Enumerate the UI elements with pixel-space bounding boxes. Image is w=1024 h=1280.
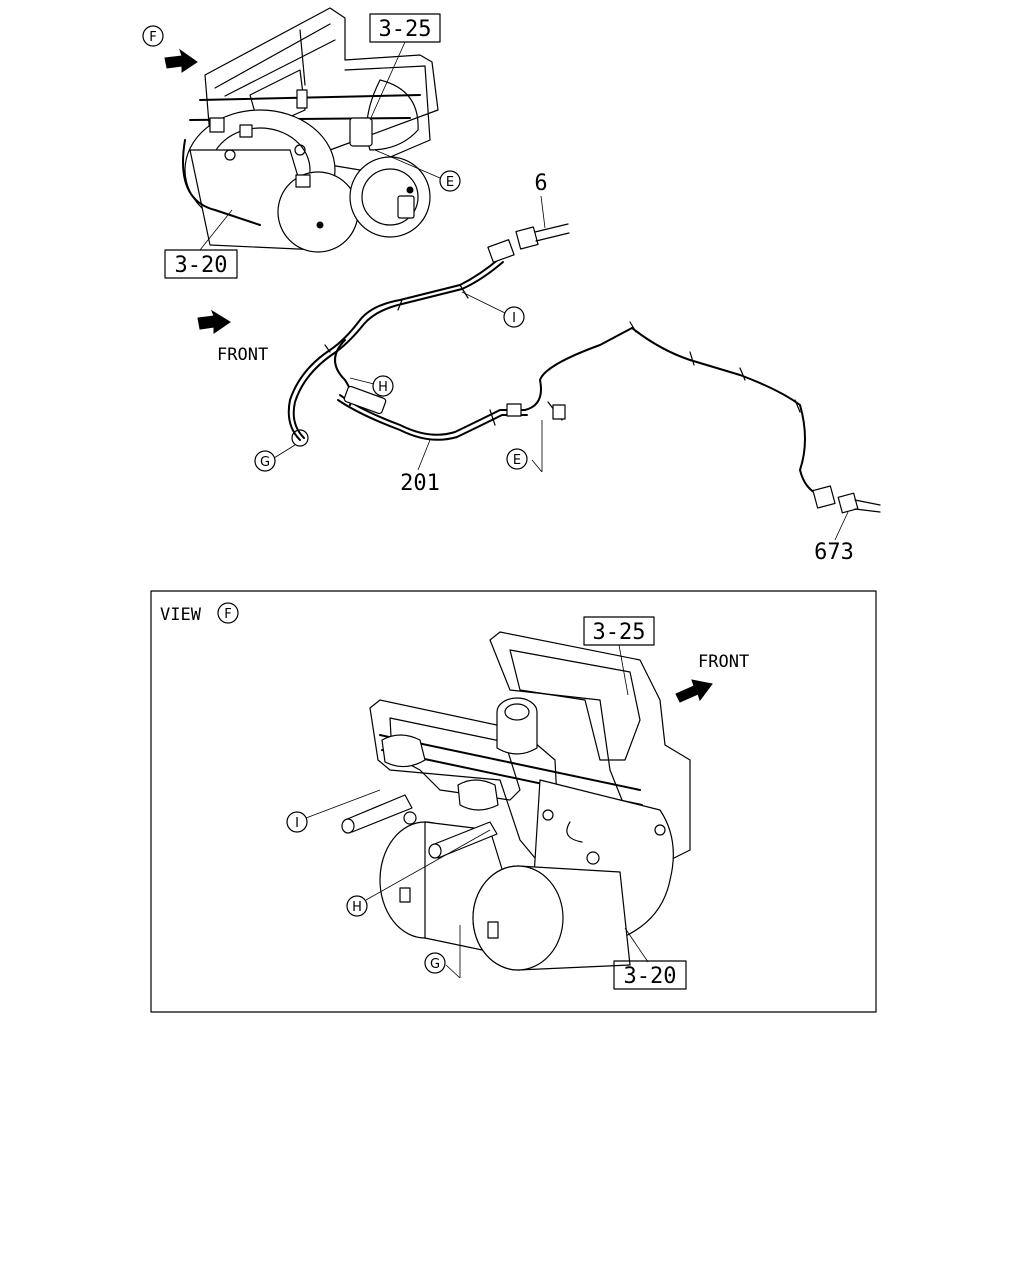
front-arrow-view-icon: [675, 679, 713, 703]
svg-text:E: E: [446, 175, 454, 190]
callout-g-view: G: [424, 925, 461, 979]
svg-text:G: G: [260, 455, 270, 470]
svg-text:G: G: [430, 957, 440, 972]
view-arrow-icon: [164, 48, 198, 73]
front-label-top: FRONT: [217, 345, 268, 365]
svg-text:F: F: [224, 607, 231, 622]
callout-h-mid: H: [349, 375, 394, 397]
callout-f-top: F: [142, 25, 164, 47]
callout-g-mid: G: [254, 444, 296, 472]
ref-box-3-25-view: 3-25: [583, 616, 655, 696]
part-673-label: 673: [814, 540, 854, 565]
svg-text:I: I: [295, 816, 299, 831]
svg-text:3-25: 3-25: [593, 620, 646, 645]
callout-i-mid: I: [461, 291, 525, 328]
view-f-heading: VIEW F: [160, 602, 239, 625]
front-arrow-icon: [197, 309, 231, 334]
view-f-frame: [150, 590, 877, 1013]
callout-h-view: H: [346, 829, 491, 917]
view-tank-assembly: [341, 631, 691, 971]
front-label-view: FRONT: [698, 652, 749, 672]
part-201-label: 201: [400, 471, 440, 496]
svg-text:3-25: 3-25: [379, 17, 432, 42]
callout-e-mid: E: [506, 420, 543, 473]
callout-e-top: E: [374, 149, 461, 192]
svg-text:H: H: [352, 900, 362, 915]
svg-text:I: I: [512, 311, 516, 326]
wire-harness-201: [287, 223, 881, 514]
callout-i-view: I: [286, 789, 381, 833]
callout-f-letter: F: [149, 30, 156, 45]
ref-box-3-25-top: 3-25: [369, 13, 441, 121]
ref-box-3-20-view: 3-20: [613, 927, 687, 990]
svg-text:E: E: [513, 453, 521, 468]
svg-text:H: H: [378, 380, 388, 395]
svg-text:3-20: 3-20: [624, 964, 677, 989]
svg-text:3-20: 3-20: [175, 253, 228, 278]
svg-text:VIEW: VIEW: [160, 605, 202, 625]
part-6-label: 6: [534, 171, 547, 196]
ref-box-3-20-top: 3-20: [164, 209, 238, 279]
top-tank-assembly: [182, 7, 439, 253]
